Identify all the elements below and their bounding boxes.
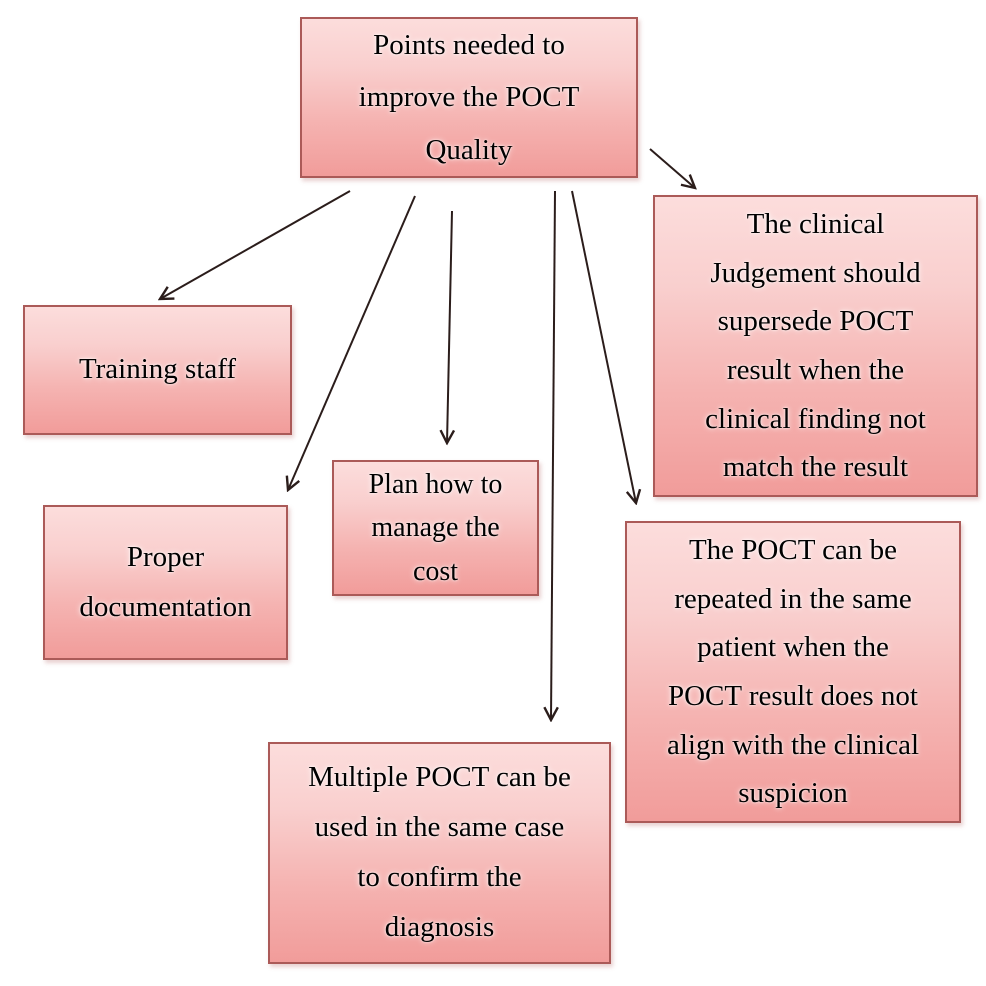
node-proper-documentation: Proper documentation [43, 505, 288, 660]
arrow-root-to-repeat-poct [571, 190, 636, 503]
arrow-root-to-clinical-judgement [649, 148, 695, 188]
node-plan-cost-label: Plan how to manage the cost [368, 468, 503, 587]
node-plan-cost: Plan how to manage the cost [332, 460, 539, 596]
node-repeat-poct: The POCT can be repeated in the same pat… [625, 521, 961, 823]
arrow-root-to-training-staff [160, 190, 351, 299]
arrow-root-to-multiple-poct [551, 190, 555, 720]
node-proper-documentation-label: Proper documentation [79, 541, 252, 623]
node-multiple-poct: Multiple POCT can be used in the same ca… [268, 742, 611, 964]
node-clinical-judgement: The clinical Judgement should supersede … [653, 195, 978, 497]
node-root-label: Points needed to improve the POCT Qualit… [358, 29, 580, 166]
arrow-root-to-plan-cost [447, 210, 452, 443]
node-clinical-judgement-label: The clinical Judgement should supersede … [705, 207, 926, 484]
node-training-staff-label: Training staff [78, 353, 237, 386]
node-root: Points needed to improve the POCT Qualit… [300, 17, 638, 178]
node-training-staff: Training staff [23, 305, 292, 435]
node-multiple-poct-label: Multiple POCT can be used in the same ca… [308, 761, 571, 943]
arrow-root-to-proper-documentation [288, 195, 416, 490]
node-repeat-poct-label: The POCT can be repeated in the same pat… [666, 533, 920, 810]
